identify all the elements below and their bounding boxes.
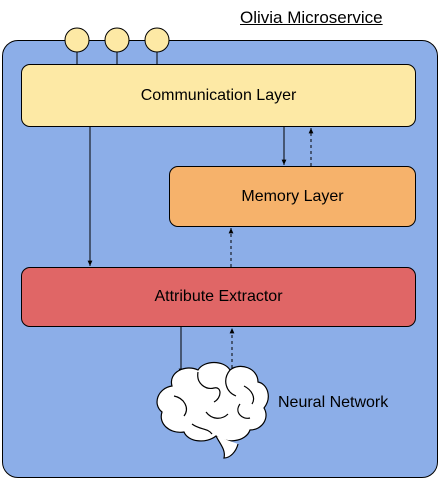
attribute-extractor-box[interactable]: Attribute Extractor <box>21 267 416 327</box>
port-circle-3[interactable] <box>144 27 170 53</box>
communication-layer-box[interactable]: Communication Layer <box>21 64 416 127</box>
diagram-title: Olivia Microservice <box>240 8 383 27</box>
memory-layer-label: Memory Layer <box>241 187 344 205</box>
port-circle-2[interactable] <box>104 27 130 53</box>
port-connectors <box>76 52 158 64</box>
neural-network-label: Neural Network <box>278 394 389 411</box>
memory-layer-box[interactable]: Memory Layer <box>169 166 416 227</box>
port-circle-1[interactable] <box>64 27 90 53</box>
brain-icon <box>156 361 269 459</box>
communication-layer-label: Communication Layer <box>140 86 297 104</box>
attribute-extractor-label: Attribute Extractor <box>154 288 283 305</box>
